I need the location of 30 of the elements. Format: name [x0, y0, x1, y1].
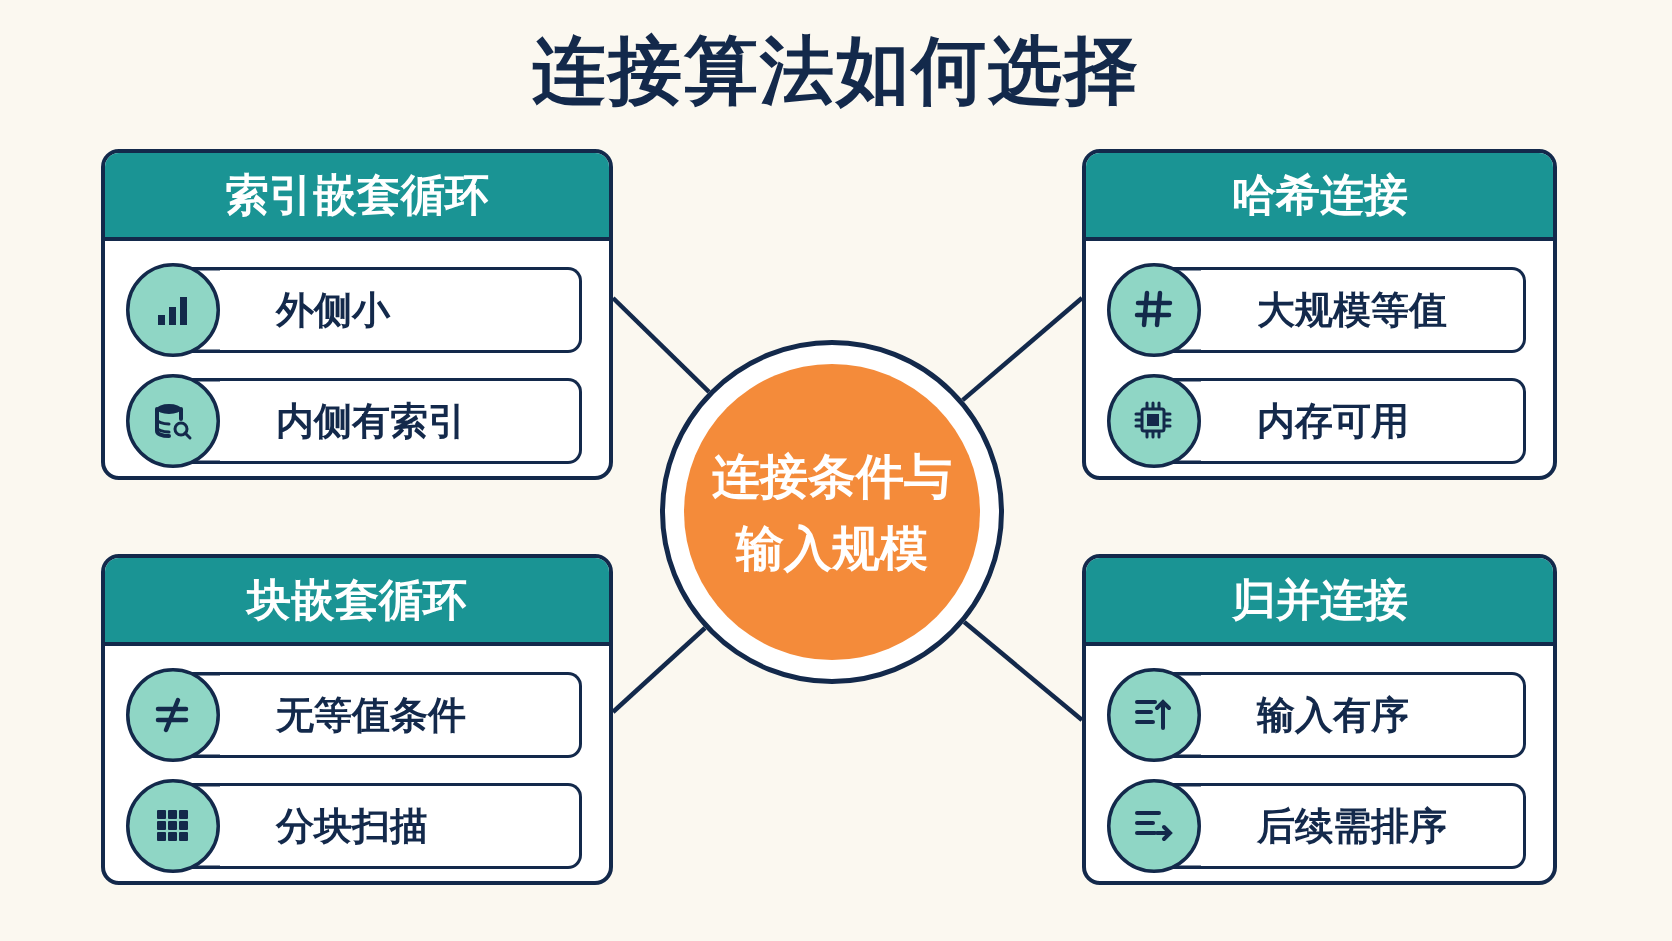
connector-line [962, 620, 1084, 722]
card-header: 归并连接 [1086, 558, 1553, 646]
connector-line [611, 296, 711, 394]
center-text: 连接条件与输入规模 [711, 447, 953, 578]
condition-text: 分块扫描 [276, 802, 428, 850]
diagram-title: 连接算法如何选择 [531, 26, 1141, 115]
category-card [101, 149, 613, 480]
condition-text: 无等值条件 [276, 691, 466, 739]
condition-pill [1201, 267, 1526, 353]
condition-pill [1201, 672, 1526, 758]
condition-text: 输入有序 [1257, 691, 1409, 739]
card-header: 哈希连接 [1086, 153, 1553, 241]
condition-pill [1201, 378, 1526, 464]
connector-line [611, 626, 707, 714]
card-header: 索引嵌套循环 [105, 153, 609, 241]
condition-pill [220, 672, 582, 758]
card-header: 块嵌套循环 [105, 558, 609, 646]
condition-text: 大规模等值 [1257, 286, 1447, 334]
condition-pill [1201, 783, 1526, 869]
category-card [101, 554, 613, 885]
condition-text: 后续需排序 [1257, 802, 1447, 850]
condition-text: 内存可用 [1257, 397, 1409, 445]
condition-pill [220, 378, 582, 464]
category-card [1082, 149, 1557, 480]
condition-text: 内侧有索引 [276, 397, 466, 445]
connector-line [961, 296, 1084, 402]
condition-pill [220, 267, 582, 353]
category-card [1082, 554, 1557, 885]
condition-text: 外侧小 [276, 286, 390, 334]
condition-pill [220, 783, 582, 869]
